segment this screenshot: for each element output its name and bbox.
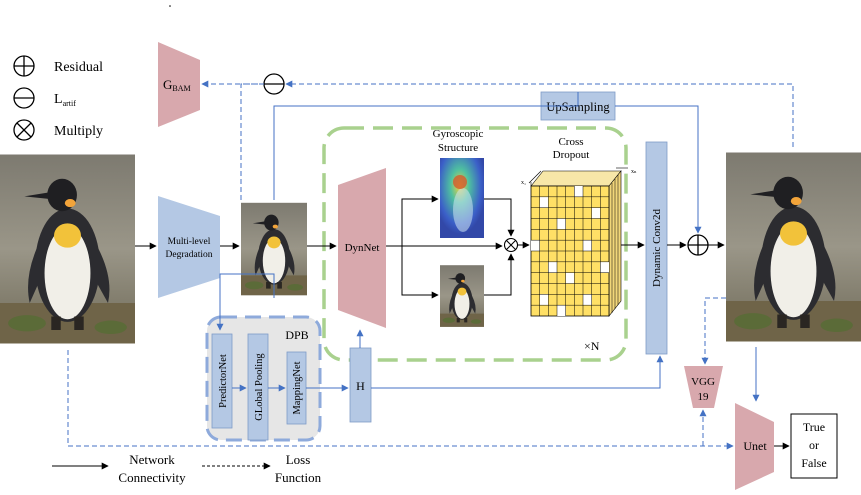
output-box xyxy=(790,413,838,479)
x1-label: x₁ xyxy=(521,180,526,186)
predictornet-label: PredictorNet xyxy=(218,354,229,408)
dropped-cell xyxy=(557,305,566,316)
dropped-cell xyxy=(583,240,592,251)
vgg-label-1: VGG xyxy=(691,376,715,388)
cross-dropout-cube: x₁ xₙ xyxy=(521,167,637,317)
dynamic-conv-block xyxy=(645,141,668,355)
gbam-block xyxy=(158,42,200,127)
cross-dropout-label-2: Dropout xyxy=(553,149,590,161)
dropped-cell xyxy=(583,294,592,306)
upsampling-label: UpSampling xyxy=(546,100,610,114)
dropped-cell xyxy=(565,272,575,284)
gyro-label-2: Structure xyxy=(438,142,478,154)
loss-label-1: Loss xyxy=(286,452,311,467)
cross-dropout-label-1: Cross xyxy=(558,136,583,148)
multiply-node xyxy=(503,237,519,253)
global-pooling-label: GLobal Pooling xyxy=(254,353,265,421)
lartif-node xyxy=(263,73,285,95)
dropped-cell xyxy=(531,240,540,251)
bottom-legend: Network Connectivity Loss Function xyxy=(52,452,322,485)
legend-multiply-label: Multiply xyxy=(54,124,103,139)
vgg-label-2: 19 xyxy=(698,391,710,403)
degradation-label-1: Multi-level xyxy=(168,237,211,247)
dropped-cell xyxy=(557,218,566,230)
dpb-label: DPB xyxy=(285,328,308,342)
dropped-cell xyxy=(539,294,549,306)
h-label: H xyxy=(356,379,365,393)
output-image xyxy=(726,152,861,342)
small-penguin-image xyxy=(440,265,484,327)
gyro-label-1: Gyroscopic xyxy=(433,128,484,140)
repeat-container xyxy=(322,126,628,362)
unet-block xyxy=(735,403,774,490)
predictornet-block xyxy=(211,333,233,429)
degradation-block xyxy=(158,196,220,298)
legend-multiply: Multiply xyxy=(13,119,103,141)
output-label-1: True xyxy=(803,420,825,434)
dynnet-label: DynNet xyxy=(345,242,380,254)
times-n-label: ×N xyxy=(584,339,600,353)
dropped-cell xyxy=(600,261,609,273)
loss-label-2: Function xyxy=(275,470,322,485)
dropped-cell xyxy=(574,186,583,197)
input-image xyxy=(0,154,135,344)
network-label-1: Network xyxy=(129,452,175,467)
dropped-cell xyxy=(548,261,557,273)
vgg-block xyxy=(684,366,723,408)
gyroscopic-heatmap-image xyxy=(440,158,484,238)
dropped-cell xyxy=(591,207,601,219)
legend-lartif-label: Lartif xyxy=(54,92,76,108)
dropped-cell xyxy=(539,196,549,208)
mappingnet-label: MappingNet xyxy=(292,361,303,414)
loss-connections xyxy=(67,80,794,450)
unet-label: Unet xyxy=(743,439,767,453)
cube-grid xyxy=(531,186,609,316)
legend-lartif: Lartif xyxy=(13,87,76,109)
network-connections xyxy=(135,195,790,450)
blue-connections xyxy=(216,92,760,402)
network-label-2: Connectivity xyxy=(118,470,186,485)
stray-dot xyxy=(169,5,171,7)
global-pooling-block xyxy=(247,333,269,441)
xn-label: xₙ xyxy=(631,169,637,175)
legend-residual-label: Residual xyxy=(54,60,103,75)
dynnet-block xyxy=(338,168,386,328)
degradation-label-2: Degradation xyxy=(166,250,213,260)
dynamic-conv-label: Dynamic Conv2d xyxy=(651,209,663,287)
output-label-2: or xyxy=(809,438,819,452)
gbam-label: GBAM xyxy=(163,77,191,93)
output-label-3: False xyxy=(801,456,826,470)
residual-node xyxy=(687,234,709,256)
legend-residual: Residual xyxy=(13,55,103,77)
